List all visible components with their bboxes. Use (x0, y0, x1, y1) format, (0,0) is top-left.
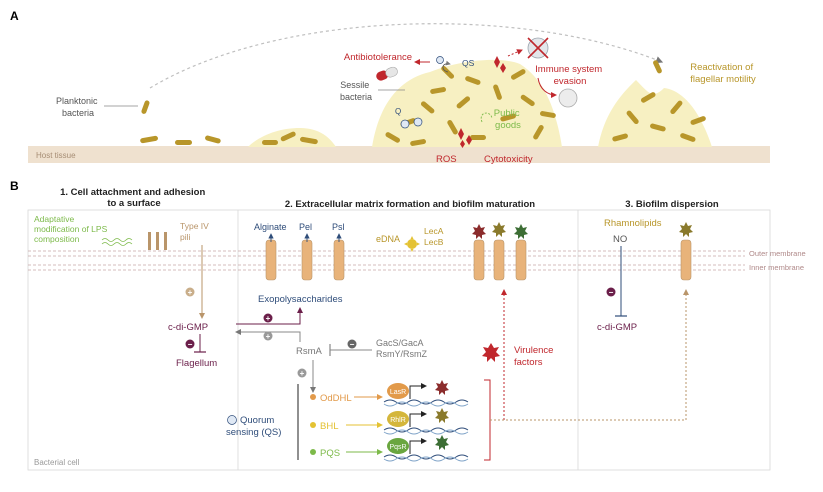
outer-membrane-label: Outer membrane (749, 249, 806, 258)
pqs-dot (310, 449, 316, 455)
qs-molecule-icon (400, 119, 410, 129)
qs-icon (227, 415, 237, 425)
rsma-label: RsmA (296, 346, 323, 357)
pel-label: Pel (299, 222, 312, 232)
minus-text: − (188, 340, 193, 349)
lasr-regulator: LasR (387, 383, 409, 399)
plus-text: + (300, 369, 305, 378)
macrophage-icon (558, 88, 578, 108)
plus-marker (185, 287, 195, 297)
qs-molecule-icon (436, 56, 444, 64)
bhl-label: BHL (320, 421, 338, 432)
plus-text: + (188, 288, 193, 297)
qs-label-b: Quorum sensing (QS) (226, 415, 281, 438)
no-label: NO (613, 234, 627, 245)
svg-text:RhlR: RhlR (390, 417, 406, 424)
biofilm-mound-dispersing (598, 80, 712, 147)
planktonic-label: Planktonic bacteria (56, 96, 100, 118)
membrane-proteins (265, 239, 692, 281)
host-tissue (28, 146, 770, 163)
rsma-to-cdigmp-arrow (235, 329, 301, 342)
ros-star-icon (458, 128, 472, 148)
inner-membrane-label: Inner membrane (749, 263, 804, 272)
cdigmp-label: c-di-GMP (168, 322, 208, 333)
gac-label: GacS/GacA RsmY/RsmZ (376, 338, 427, 359)
immune-label: Immune system evasion (535, 64, 605, 87)
immune-cell-icon (527, 37, 549, 59)
plus-marker (263, 313, 273, 323)
rhlr-regulator: RhlR (387, 411, 409, 427)
rhamnolipids-label: Rhamnolipids (604, 218, 662, 229)
lps-squiggle-icon (101, 238, 133, 246)
svg-text:PqsR: PqsR (389, 444, 406, 451)
minus-marker (606, 287, 616, 297)
cytotoxicity-label: Cytotoxicity (484, 154, 533, 165)
svg-text:LasR: LasR (390, 389, 406, 396)
dna-strands (383, 399, 469, 462)
cdigmp-to-eps-arrow (236, 307, 303, 325)
ros-star-icon (494, 56, 506, 73)
plus-marker (297, 368, 307, 378)
minus-marker (185, 339, 195, 349)
type4-pili-icon (148, 232, 167, 250)
virulence-star-icon (482, 343, 500, 362)
virulence-label: Virulence factors (514, 345, 556, 368)
public-goods-cycle-icon (480, 112, 493, 123)
minus-marker (347, 339, 357, 349)
edna-label: eDNA (376, 234, 400, 244)
plus-marker (263, 331, 273, 341)
dispersion-dashed-arrow (490, 289, 689, 421)
ros-label: ROS (436, 154, 457, 165)
flagellum-label: Flagellum (176, 358, 217, 369)
immune-dashed-arrow (507, 49, 523, 57)
stage3-title: 3. Biofilm dispersion (625, 199, 719, 210)
plus-text: + (266, 332, 271, 341)
biofilm-mound-small (248, 128, 336, 147)
cdigmp-stage3-label: c-di-GMP (597, 322, 637, 333)
bhl-dot (310, 422, 316, 428)
sessile-label: Sessile bacteria (340, 80, 372, 102)
stage2-title: 2. Extracellular matrix formation and bi… (285, 199, 535, 210)
pqsr-regulator: PqsR (387, 438, 409, 454)
inner-membrane (28, 264, 745, 271)
lectin-labels: LecA LecB (424, 226, 445, 247)
pqs-label: PQS (320, 448, 340, 459)
qs-curl-icon (442, 60, 451, 73)
virulence-star-icons (435, 380, 449, 450)
host-tissue-label: Host tissue (36, 151, 76, 160)
qs-label: QS (462, 58, 475, 68)
exopolysaccharides-label: Exopolysaccharides (258, 294, 343, 305)
lps-label: Adaptative modification of LPS compositi… (34, 214, 110, 244)
reactivation-label: Reactivation of flagellar motility (690, 62, 756, 85)
type4-pili-label: Type IV pili (180, 221, 211, 242)
minus-text: − (609, 288, 614, 297)
plus-text: + (266, 314, 271, 323)
transcription-arrows (409, 383, 427, 454)
odhl-label: OdDHL (320, 393, 352, 404)
panel-a-label: A (10, 9, 19, 23)
public-goods-label: Public goods (494, 108, 523, 131)
qs-molecule-icon (413, 117, 423, 127)
minus-text: − (350, 340, 355, 349)
alginate-label: Alginate (254, 222, 287, 232)
odhl-dot (310, 394, 316, 400)
immune-evasion-arrow (537, 77, 557, 98)
outer-membrane (28, 250, 745, 257)
pill-icon (376, 66, 398, 81)
panel-b-label: B (10, 179, 19, 193)
antibiotolerance-label: Antibiotolerance (344, 52, 412, 63)
psl-label: Psl (332, 222, 345, 232)
lifecycle-arc (149, 23, 664, 89)
bacterial-cell-label: Bacterial cell (34, 458, 80, 467)
q-label: Q (395, 107, 401, 116)
virulence-star-icons (472, 222, 693, 239)
polysaccharide-arrows (268, 233, 342, 242)
lectin-icon (404, 236, 420, 252)
stage1-title: 1. Cell attachment and adhesion to a sur… (60, 187, 208, 209)
